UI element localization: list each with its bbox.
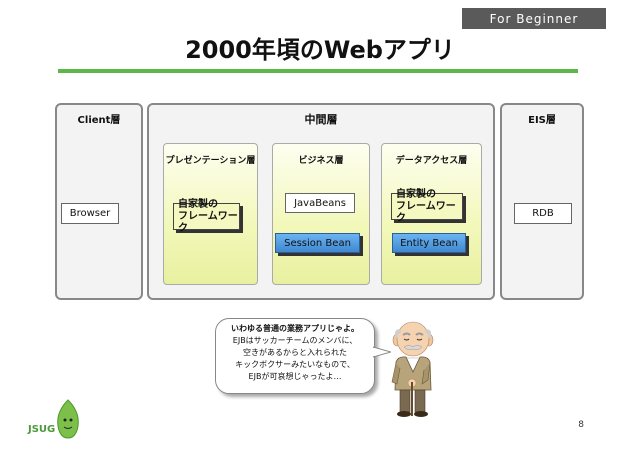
framework-box-data-access: 自家製の フレームワーク	[391, 189, 463, 224]
client-tier: Client層	[55, 103, 143, 300]
framework-line-1: 自家製の	[396, 188, 436, 200]
business-layer-label: ビジネス層	[298, 156, 344, 166]
slide-title: 2000年頃のWebアプリ	[185, 36, 455, 64]
rdb-box: RDB	[514, 203, 572, 224]
session-bean-box: Session Bean	[275, 233, 360, 253]
browser-box: Browser	[61, 203, 119, 224]
speech-line: 空きがあるからと入れられた	[243, 348, 347, 357]
speech-line: EJBはサッカーチームのメンバに、	[232, 336, 358, 345]
eis-tier: EIS層	[500, 103, 584, 300]
for-beginner-badge: For Beginner	[462, 8, 606, 29]
leaf-logo-icon	[57, 399, 79, 439]
framework-line-1: 自家製の	[178, 198, 218, 210]
speech-line: EJBが可哀想じゃったよ…	[248, 372, 342, 381]
framework-line-2: フレームワーク	[396, 200, 456, 224]
page-number: 8	[578, 420, 584, 430]
jsug-logo-text: JSUG	[28, 424, 56, 435]
framework-box-presentation: 自家製の フレームワーク	[173, 199, 240, 234]
eis-tier-label: EIS層	[528, 115, 556, 126]
middle-tier-label: 中間層	[304, 113, 338, 126]
old-man-illustration	[391, 321, 434, 417]
framework-line-2: フレームワーク	[178, 210, 238, 234]
speech-bubble: いわゆる普通の業務アプリじゃよ。 EJBはサッカーチームのメンバに、 空きがある…	[215, 318, 375, 394]
title-underline	[58, 69, 578, 73]
javabeans-box: JavaBeans	[285, 193, 355, 213]
speech-line: いわゆる普通の業務アプリじゃよ。	[231, 324, 359, 333]
presentation-layer-label: プレゼンテーション層	[165, 156, 256, 166]
business-layer-panel: ビジネス層	[272, 143, 370, 285]
speech-line: キックボクサーみたいなもので、	[235, 360, 355, 369]
speech-bubble-tail	[373, 346, 391, 358]
data-access-layer-label: データアクセス層	[395, 156, 468, 166]
client-tier-label: Client層	[77, 115, 121, 126]
entity-bean-box: Entity Bean	[392, 233, 466, 253]
